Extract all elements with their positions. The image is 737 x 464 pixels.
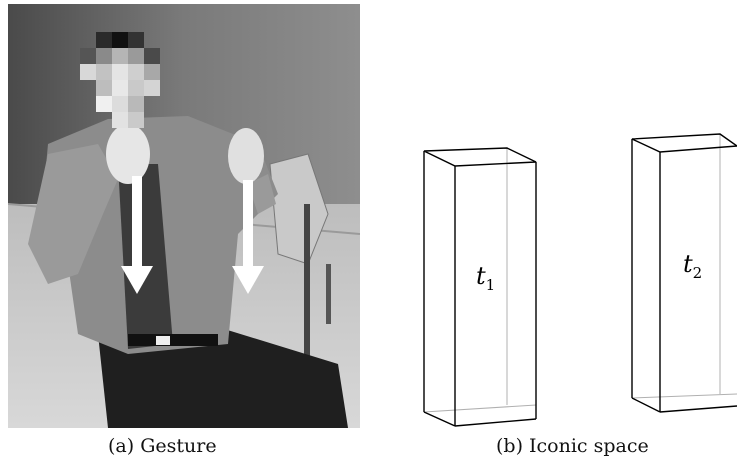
box-t1 [423, 147, 537, 427]
left-hand [106, 124, 150, 184]
caption-iconic-space: (b) Iconic space [496, 435, 649, 457]
down-arrow-left [121, 176, 153, 294]
left-arm [28, 144, 118, 284]
belt [128, 334, 218, 346]
right-hand [228, 128, 264, 184]
label-t2: t2 [683, 250, 702, 282]
chair-back [269, 153, 329, 265]
iconic-space-diagram: t1 t2 [423, 133, 737, 427]
gesture-photo [7, 4, 361, 428]
down-arrow-right [232, 180, 264, 294]
pixelated-face [80, 32, 160, 128]
chair-leg [304, 204, 310, 384]
label-t1: t1 [476, 262, 495, 294]
box-t2 [631, 133, 737, 413]
caption-gesture: (a) Gesture [108, 435, 217, 457]
